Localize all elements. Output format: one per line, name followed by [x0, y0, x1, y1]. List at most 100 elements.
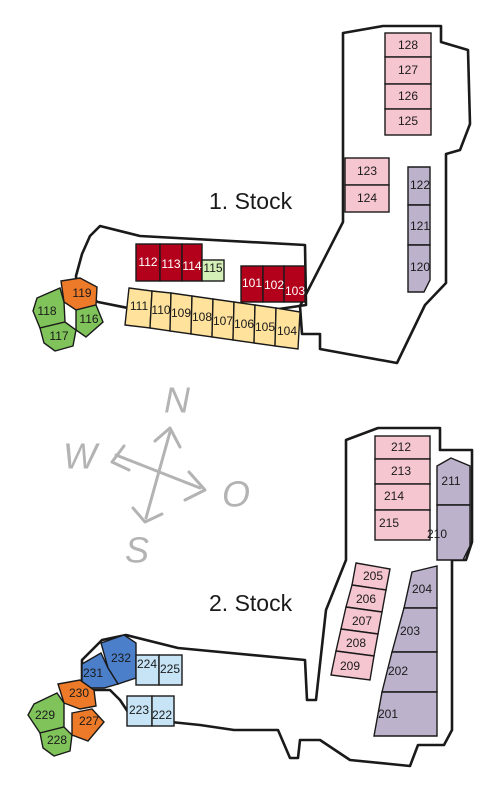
room-label-126: 126 [398, 89, 418, 103]
floor-1-left-cluster: 119 118 117 116 [32, 277, 104, 352]
room-label-223: 223 [129, 703, 149, 717]
room-222[interactable] [151, 695, 175, 727]
compass: N S W O [63, 380, 250, 571]
room-213[interactable] [374, 458, 431, 485]
room-label-231: 231 [83, 666, 103, 680]
room-210[interactable] [436, 504, 471, 561]
room-label-109: 109 [171, 306, 191, 320]
room-label-222: 222 [152, 708, 172, 722]
room-label-117: 117 [49, 329, 68, 343]
room-label-205: 205 [363, 569, 383, 583]
room-label-211: 211 [441, 474, 460, 488]
room-label-122: 122 [410, 178, 430, 192]
room-label-228: 228 [47, 733, 67, 747]
floor-2-title: 2. Stock [209, 590, 293, 616]
compass-west-label: W [63, 436, 100, 477]
floor-2-left-cluster: 230 229 228 227 [27, 679, 105, 757]
compass-north-arrow [153, 426, 182, 449]
room-label-209: 209 [340, 659, 360, 673]
room-label-212: 212 [391, 440, 411, 454]
room-label-203: 203 [400, 624, 420, 638]
floor-2-pink-rooms-lower: 205 206 207 208 209 [330, 562, 391, 681]
floor-1-yellow-rooms: 111 110 109 108 107 106 105 104 [124, 287, 301, 350]
room-label-127: 127 [398, 63, 418, 77]
room-label-206: 206 [356, 592, 376, 606]
room-label-225: 225 [160, 662, 180, 676]
floor-2-pink-rooms-upper: 212 213 214 215 [374, 435, 431, 541]
room-124[interactable] [344, 184, 390, 213]
room-128[interactable] [384, 32, 432, 58]
room-label-123: 123 [357, 164, 377, 178]
room-label-213: 213 [391, 464, 411, 478]
room-label-114: 114 [182, 259, 201, 273]
room-label-229: 229 [35, 708, 55, 722]
room-label-111: 111 [130, 299, 149, 313]
room-label-119: 119 [72, 286, 91, 300]
floor-2-purple-rooms-upper: 211 210 [427, 457, 471, 561]
room-228[interactable] [39, 726, 73, 757]
floor-1: 1. Stock 128 127 126 125 123 124 122 121… [32, 24, 472, 365]
room-209[interactable] [330, 650, 375, 681]
floor-1-pink-rooms: 128 127 126 125 123 124 [344, 32, 432, 213]
room-label-230: 230 [69, 686, 89, 700]
floor-1-purple-rooms: 122 121 120 [407, 166, 431, 293]
room-label-108: 108 [192, 310, 212, 324]
compass-east-arrow [183, 470, 207, 502]
floor-1-title: 1. Stock [209, 188, 293, 214]
room-120[interactable] [407, 244, 431, 293]
room-label-207: 207 [352, 614, 372, 628]
room-116[interactable] [75, 304, 104, 338]
room-label-201: 201 [378, 707, 398, 721]
room-label-125: 125 [398, 114, 418, 128]
room-label-105: 105 [255, 320, 275, 334]
room-label-106: 106 [234, 317, 254, 331]
room-label-120: 120 [410, 260, 430, 274]
compass-west-arrow [110, 444, 131, 472]
room-label-128: 128 [398, 38, 418, 52]
room-201[interactable] [373, 691, 438, 737]
room-label-110: 110 [151, 303, 170, 317]
room-label-112: 112 [138, 255, 157, 269]
room-label-232: 232 [111, 651, 131, 665]
room-225[interactable] [158, 654, 183, 686]
room-label-202: 202 [388, 664, 408, 678]
compass-south-label: S [125, 530, 149, 571]
floor-2: 2. Stock 212 213 214 215 211 210 205 [27, 426, 474, 768]
room-label-215: 215 [379, 516, 399, 530]
room-117[interactable] [39, 321, 77, 352]
room-label-208: 208 [346, 636, 366, 650]
room-label-118: 118 [37, 304, 56, 318]
room-label-204: 204 [412, 582, 432, 596]
room-223[interactable] [126, 695, 153, 727]
room-label-214: 214 [384, 489, 404, 503]
room-label-103: 103 [285, 284, 305, 298]
floor-1-red-rooms: 112 113 114 115 101 102 103 [135, 243, 306, 303]
room-104[interactable] [274, 307, 301, 350]
room-label-124: 124 [357, 191, 377, 205]
room-126[interactable] [384, 83, 432, 110]
room-label-107: 107 [213, 314, 233, 328]
room-125[interactable] [384, 108, 432, 136]
floor-2-blue-rooms: 232 231 [81, 634, 137, 689]
compass-south-arrow [131, 506, 164, 524]
room-211[interactable] [436, 457, 471, 506]
room-115[interactable] [201, 259, 225, 282]
room-label-102: 102 [264, 278, 284, 292]
room-227[interactable] [71, 708, 105, 742]
room-label-210: 210 [427, 527, 447, 541]
room-215[interactable] [374, 509, 431, 541]
floor-2-light-blue-rooms: 224 225 223 222 [126, 654, 183, 727]
room-label-101: 101 [242, 276, 262, 290]
floor-2-purple-rooms-lower: 204 203 202 201 [373, 565, 438, 737]
room-label-121: 121 [410, 219, 430, 233]
room-label-113: 113 [161, 257, 180, 271]
room-label-227: 227 [79, 714, 99, 728]
room-label-104: 104 [277, 324, 297, 338]
room-label-116: 116 [79, 312, 98, 326]
compass-north-label: N [164, 380, 191, 421]
room-103[interactable] [283, 265, 306, 303]
room-label-224: 224 [137, 657, 157, 671]
room-label-115: 115 [203, 261, 222, 275]
room-127[interactable] [384, 56, 432, 85]
